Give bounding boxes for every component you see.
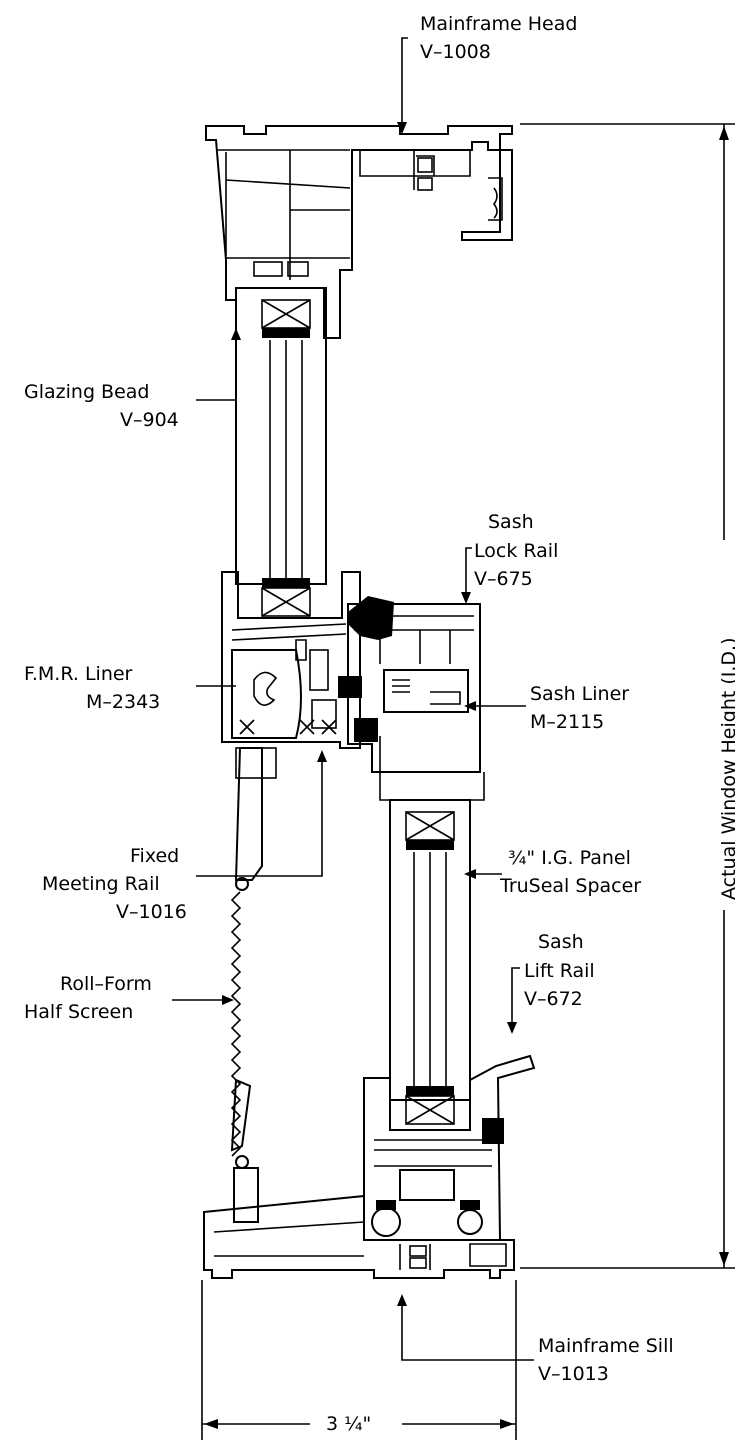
- sash-liner-label: Sash Liner: [530, 683, 629, 705]
- roll-form-screen-label-2: Half Screen: [24, 1001, 133, 1023]
- upper-glass-panel: [235, 287, 327, 617]
- fixed-meeting-rail-label-2: Meeting Rail: [42, 873, 160, 895]
- sash-lock-rail-label-1: Sash: [488, 511, 534, 533]
- mainframe-head-part: V–1008: [420, 41, 491, 63]
- sash-lift-rail-part: V–672: [524, 988, 583, 1010]
- width-dimension-label: 3 ¼": [326, 1413, 371, 1435]
- fmr-liner-part: M–2343: [86, 691, 160, 713]
- fmr-liner-label: F.M.R. Liner: [24, 663, 133, 685]
- ig-panel-label: ¾" I.G. Panel: [508, 847, 631, 869]
- mainframe-head-label: Mainframe Head: [420, 13, 577, 35]
- sash-lift-rail: [363, 1054, 536, 1241]
- lower-glass-panel: [389, 799, 471, 1125]
- fixed-meeting-rail-label-1: Fixed: [130, 845, 179, 867]
- sash-lift-rail-label-1: Sash: [538, 931, 584, 953]
- ig-panel-spacer-label: TruSeal Spacer: [499, 875, 641, 897]
- width-dimension: [201, 1280, 517, 1440]
- mainframe-head: [205, 125, 513, 339]
- height-dimension: [520, 123, 735, 1269]
- fixed-meeting-rail: [221, 571, 361, 779]
- sash-liner-part: M–2115: [530, 711, 604, 733]
- height-dimension-label: Actual Window Height (I.D.): [718, 637, 735, 900]
- roll-form-screen-label-1: Roll–Form: [60, 973, 152, 995]
- mainframe-sill: [203, 1194, 515, 1279]
- roll-form-half-screen: [230, 747, 263, 1223]
- mainframe-sill-label: Mainframe Sill: [538, 1335, 674, 1357]
- glazing-bead-part: V–904: [120, 409, 179, 431]
- sash-lock-rail: [338, 596, 485, 801]
- glazing-bead-label: Glazing Bead: [24, 381, 149, 403]
- sash-lift-rail-label-2: Lift Rail: [524, 960, 595, 982]
- leader-lines: [172, 37, 534, 1361]
- sash-lock-rail-label-2: Lock Rail: [474, 540, 558, 562]
- fixed-meeting-rail-part: V–1016: [116, 901, 187, 923]
- sash-lock-rail-part: V–675: [474, 568, 533, 590]
- mainframe-sill-part: V–1013: [538, 1363, 609, 1385]
